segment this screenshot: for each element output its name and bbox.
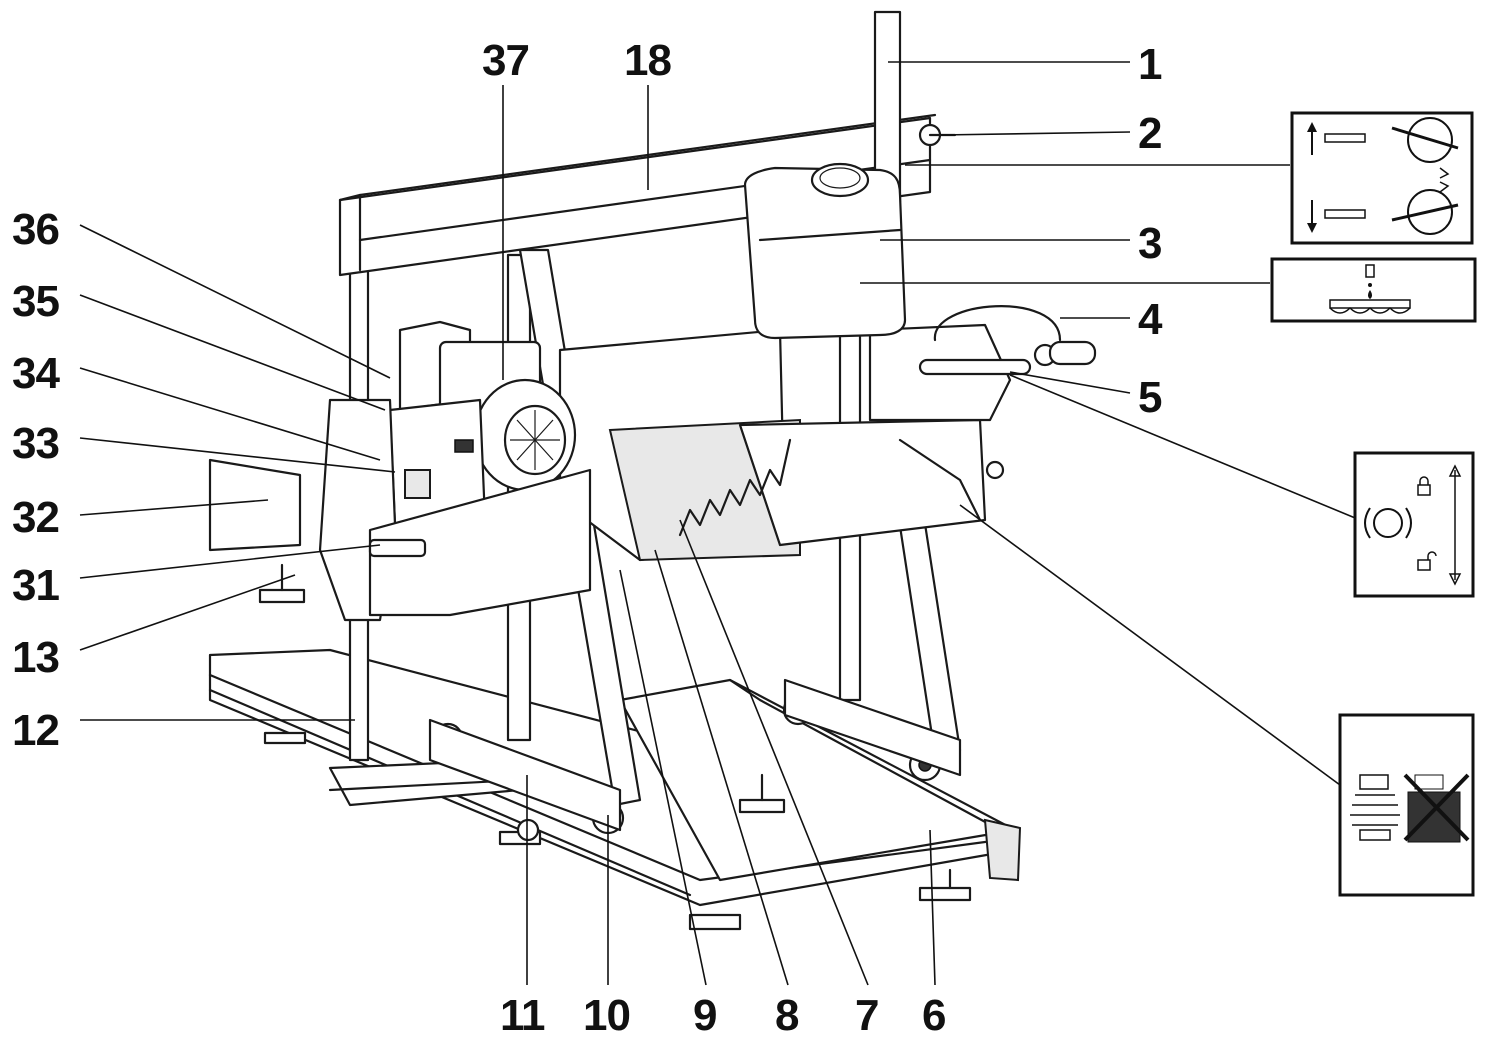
callout-33: 33: [12, 419, 59, 468]
handle-lever: [868, 305, 1097, 422]
spring: [678, 438, 792, 537]
blade-guard: [318, 398, 592, 622]
coolant-drip-icon: [1270, 257, 1477, 323]
callout-13: 13: [12, 633, 59, 682]
callout-9: 9: [693, 991, 716, 1040]
callout-labels: 1 2 3 4 5 6 7 8 9 10 11 12 13 18 31 32 3…: [12, 36, 1164, 1040]
saw-head: [558, 328, 1005, 562]
callout-37: 37: [482, 36, 529, 85]
callout-5: 5: [1138, 373, 1162, 422]
saw-height-crank-icon: [1290, 111, 1474, 245]
leader-lines: [79, 61, 1361, 986]
callout-2: 2: [1138, 109, 1161, 158]
callout-8: 8: [775, 991, 799, 1040]
callout-32: 32: [12, 493, 59, 542]
callout-36: 36: [12, 205, 59, 254]
lock-unlock-icon: [1353, 451, 1475, 598]
callout-11: 11: [500, 991, 545, 1040]
callout-18: 18: [624, 36, 671, 85]
callout-3: 3: [1138, 219, 1161, 268]
callout-7: 7: [855, 991, 878, 1040]
no-stacking-icon: [1338, 713, 1475, 897]
callout-12: 12: [12, 706, 59, 755]
coolant-tank: [743, 162, 907, 340]
motor: [398, 320, 577, 492]
callout-10: 10: [583, 991, 630, 1040]
callout-31: 31: [12, 561, 59, 610]
callout-1: 1: [1138, 40, 1162, 89]
left-bolts: [208, 458, 302, 552]
callout-34: 34: [12, 349, 60, 398]
callout-4: 4: [1138, 295, 1163, 344]
callout-35: 35: [12, 277, 59, 326]
machine-illustration: [208, 10, 1097, 931]
callout-6: 6: [922, 991, 945, 1040]
